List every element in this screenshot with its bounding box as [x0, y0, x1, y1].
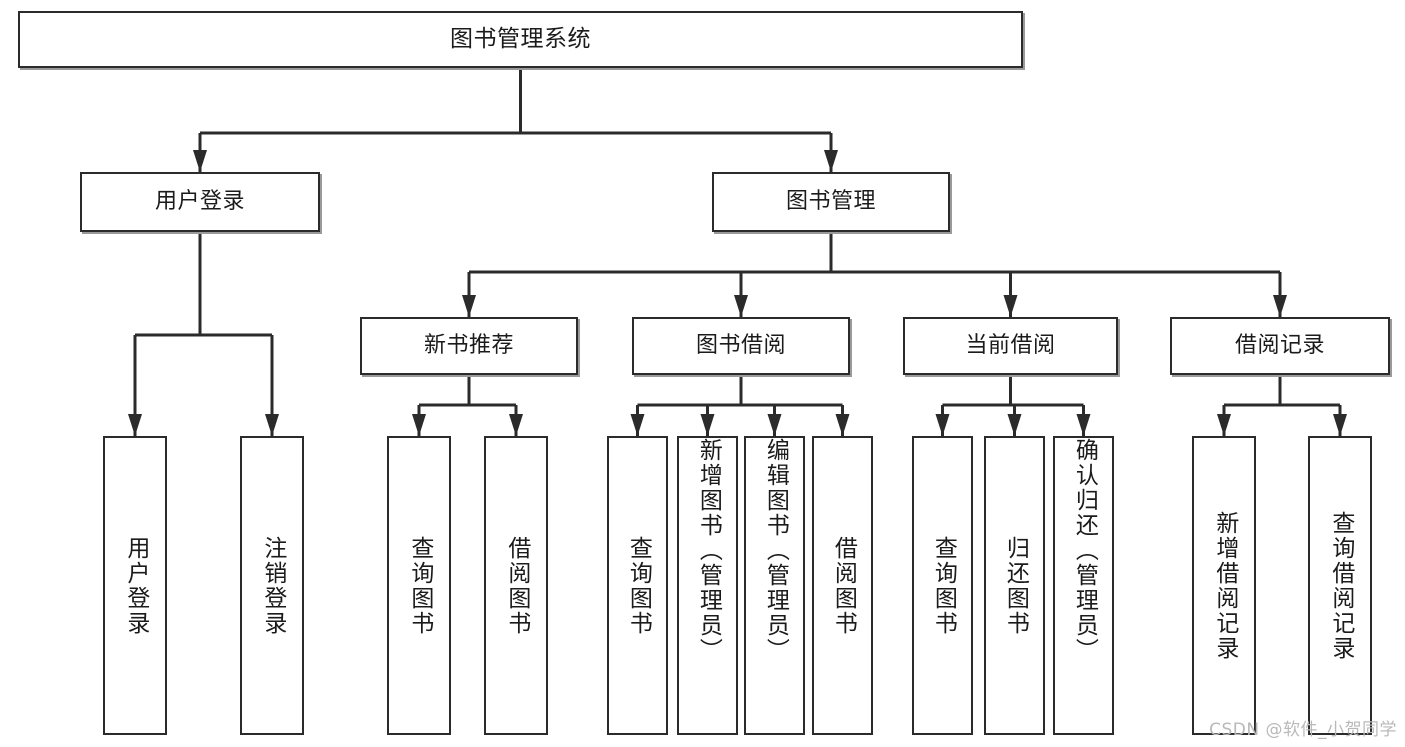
watermark: CSDN @软件_小贺同学 [1209, 720, 1397, 740]
arrow-head-leaf-logout [265, 414, 279, 436]
arrow-head-leaf-cur-confirm-return [1076, 414, 1091, 436]
arrow-head-leaf-borrow-add-book [700, 414, 715, 436]
node-label: 查询图书 [930, 535, 957, 636]
arrow-head-leaf-cur-query-book [935, 414, 950, 436]
node-label: 编辑图书（管理员） [762, 438, 789, 663]
node-leaf-borrow-add-book[interactable]: 新增图书（管理员） [677, 436, 738, 735]
arrow-head-leaf-rec-query-book [412, 414, 426, 436]
node-label: 新增借阅记录 [1211, 510, 1238, 661]
node-label: 图书管理系统 [450, 25, 591, 52]
node-label: 图书管理 [785, 188, 876, 214]
node-label: 图书借阅 [695, 332, 786, 358]
node-borrow-record[interactable]: 借阅记录 [1170, 317, 1390, 375]
node-root[interactable]: 图书管理系统 [18, 11, 1023, 68]
arrow-head-book-manage [824, 150, 838, 172]
arrow-head-leaf-user-login [128, 414, 142, 436]
node-leaf-rec-query-book[interactable]: 查询图书 [387, 436, 451, 735]
node-leaf-borrow-borrow-book[interactable]: 借阅图书 [812, 436, 873, 735]
node-book-manage[interactable]: 图书管理 [712, 172, 950, 232]
node-user-login[interactable]: 用户登录 [80, 172, 320, 232]
arrow-head-user-login [193, 150, 207, 172]
node-label: 注销登录 [259, 535, 286, 636]
node-label: 用户登录 [154, 188, 245, 214]
arrow-head-leaf-borrow-borrow-book [835, 414, 850, 436]
node-leaf-logout[interactable]: 注销登录 [240, 436, 304, 735]
node-leaf-borrow-query-book[interactable]: 查询图书 [607, 436, 668, 735]
arrow-head-book-borrow [734, 295, 748, 317]
node-label: 新增图书（管理员） [695, 438, 722, 663]
node-leaf-rec-query-record[interactable]: 查询借阅记录 [1308, 436, 1372, 735]
node-label: 当前借阅 [965, 332, 1056, 358]
node-leaf-borrow-edit-book[interactable]: 编辑图书（管理员） [744, 436, 805, 735]
arrow-head-borrow-record [1273, 295, 1287, 317]
node-label: 借阅记录 [1234, 332, 1325, 358]
node-leaf-user-login[interactable]: 用户登录 [103, 436, 167, 735]
arrow-head-leaf-cur-return-book [1007, 414, 1022, 436]
node-label: 新书推荐 [423, 332, 514, 358]
node-leaf-cur-return-book[interactable]: 归还图书 [984, 436, 1045, 735]
node-book-borrow[interactable]: 图书借阅 [632, 317, 850, 375]
node-label: 确认归还（管理员） [1071, 438, 1098, 663]
node-label: 用户登录 [122, 535, 149, 636]
arrow-head-current-borrow [1003, 295, 1018, 317]
arrow-head-new-book-rec [462, 295, 476, 317]
node-label: 查询借阅记录 [1327, 510, 1354, 661]
node-leaf-cur-confirm-return[interactable]: 确认归还（管理员） [1053, 436, 1114, 735]
arrow-head-leaf-rec-add-record [1217, 414, 1231, 436]
node-label: 查询图书 [625, 535, 652, 636]
node-label: 借阅图书 [503, 535, 530, 636]
node-current-borrow[interactable]: 当前借阅 [903, 317, 1118, 375]
node-leaf-cur-query-book[interactable]: 查询图书 [912, 436, 973, 735]
arrow-head-leaf-rec-borrow-book [509, 414, 523, 436]
node-leaf-rec-borrow-book[interactable]: 借阅图书 [484, 436, 548, 735]
arrow-head-leaf-borrow-edit-book [767, 414, 782, 436]
arrow-head-leaf-rec-query-record [1333, 414, 1347, 436]
node-label: 归还图书 [1002, 535, 1029, 636]
node-new-book-rec[interactable]: 新书推荐 [360, 317, 578, 375]
node-leaf-rec-add-record[interactable]: 新增借阅记录 [1192, 436, 1256, 735]
node-label: 借阅图书 [830, 535, 857, 636]
arrow-head-leaf-borrow-query-book [630, 414, 645, 436]
node-label: 查询图书 [406, 535, 433, 636]
